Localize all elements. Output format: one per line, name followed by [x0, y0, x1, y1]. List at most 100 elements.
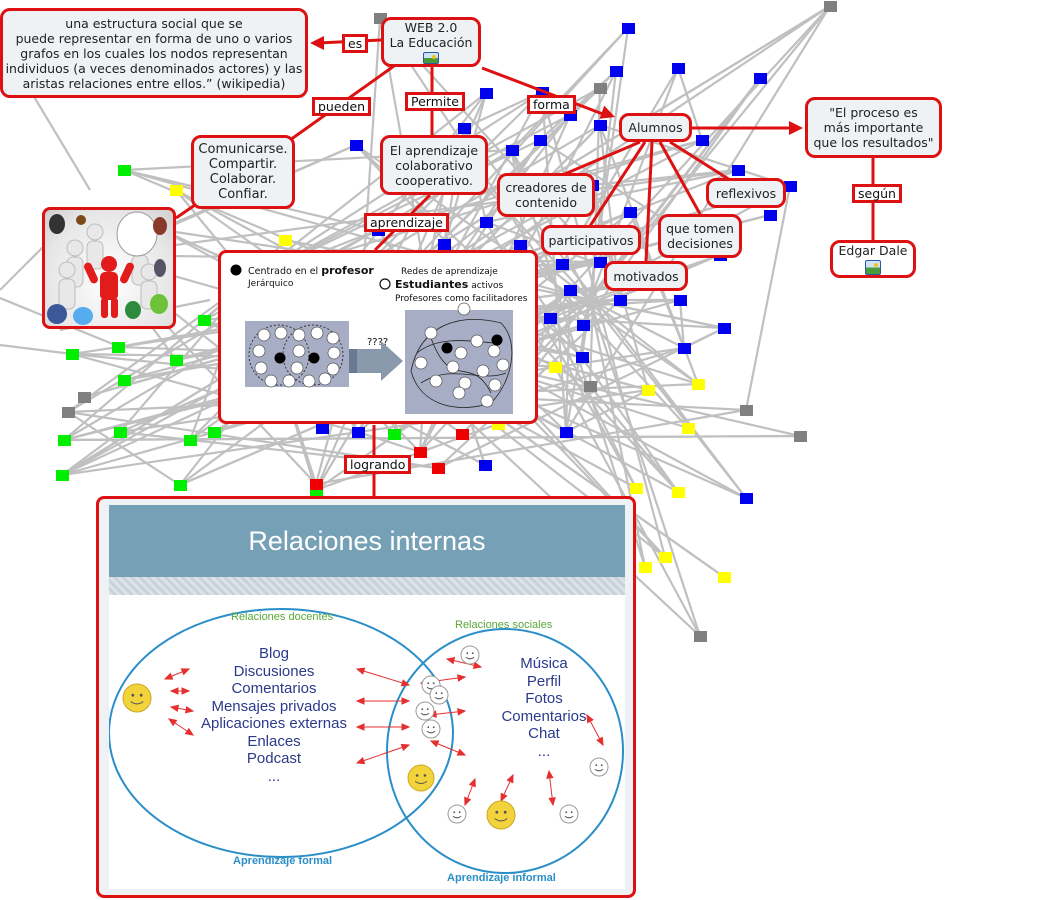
network-node-yellow	[718, 572, 731, 583]
node-reflexivos[interactable]: reflexivos	[706, 178, 786, 208]
concept-link	[658, 141, 702, 215]
svg-text:Centrado en el profesor: Centrado en el profesor	[248, 264, 374, 277]
hollow-dot-icon	[379, 278, 391, 290]
network-node-green	[66, 349, 79, 360]
docentes-item: Comentarios	[231, 680, 317, 697]
smiley-icon	[122, 683, 152, 713]
network-node-green	[114, 427, 127, 438]
network-node-blue	[784, 181, 797, 192]
teacher-to-network-diagram: Centrado en el profesor Jerárquico Redes…	[230, 264, 528, 414]
link-label-es[interactable]: es	[342, 34, 369, 53]
network-node-blue	[506, 145, 519, 156]
node-proceso[interactable]: "El proceso es más importante que los re…	[805, 97, 942, 158]
node-communicate[interactable]: Comunicarse. Compartir. Colaborar. Confi…	[191, 135, 295, 209]
slide-relaciones-internas[interactable]: Relaciones internas Relaciones docentes …	[96, 496, 636, 898]
network-edge	[29, 89, 91, 191]
network-node-blue	[350, 140, 363, 151]
network-node-blue	[577, 320, 590, 331]
docentes-item: Enlaces	[247, 732, 301, 750]
node-web20[interactable]: WEB 2.0 La Educación	[381, 17, 481, 67]
network-node-yellow	[659, 552, 672, 563]
network-node-blue	[614, 295, 627, 306]
education-model-image[interactable]: Centrado en el profesor Jerárquico Redes…	[218, 250, 538, 424]
smiley-icon	[460, 645, 480, 665]
network-node-blue	[672, 63, 685, 74]
network-node-gray	[374, 13, 387, 24]
network-edge	[678, 299, 686, 349]
image-icon[interactable]	[865, 260, 881, 275]
node-motivados[interactable]: motivados	[604, 261, 688, 291]
smiley-icon	[486, 800, 516, 830]
aprendizaje-informal-label: Aprendizaje informal	[447, 872, 556, 884]
network-node-gray	[694, 631, 707, 642]
image-icon[interactable]	[423, 52, 439, 64]
link-label-aprendizaje[interactable]: aprendizaje	[364, 213, 449, 232]
link-label-forma[interactable]: forma	[527, 95, 576, 114]
svg-text:Jerárquico: Jerárquico	[247, 279, 294, 289]
link-label-pueden[interactable]: pueden	[312, 97, 372, 116]
network-node-blue	[479, 460, 492, 471]
docentes-item: Podcast	[246, 750, 302, 767]
network-node-yellow	[279, 235, 292, 246]
smiley-icon	[415, 701, 435, 721]
svg-text:Redes de aprendizaje: Redes de aprendizaje	[401, 267, 498, 277]
network-edge	[519, 244, 689, 429]
concept-link	[559, 140, 641, 178]
aprendizaje-formal-label: Aprendizaje formal	[233, 855, 333, 867]
node-collaborative-learning[interactable]: El aprendizaje colaborativo cooperativo.	[380, 135, 488, 195]
docentes-item: Mensajes privados	[211, 697, 337, 715]
network-node-blue	[544, 313, 557, 324]
node-decisiones[interactable]: que tomen decisiones	[658, 214, 742, 258]
network-edge	[511, 396, 747, 412]
network-node-blue	[352, 427, 365, 438]
network-node-blue	[534, 135, 547, 146]
arrowhead-icon	[789, 121, 803, 135]
network-node-green	[198, 315, 211, 326]
node-edgar-dale[interactable]: Edgar Dale	[830, 240, 916, 278]
network-node-red	[456, 429, 469, 440]
svg-text:????: ????	[367, 337, 388, 348]
network-node-blue	[514, 240, 527, 251]
network-node-green	[118, 165, 131, 176]
slide-content: Relaciones internas Relaciones docentes …	[109, 505, 625, 889]
docentes-item: Discusiones	[233, 662, 315, 680]
filled-dot-icon	[230, 264, 242, 276]
network-node-yellow	[549, 362, 562, 373]
node-creadores[interactable]: creadores de contenido	[497, 173, 595, 217]
network-node-blue	[718, 323, 731, 334]
link-label-logrando[interactable]: logrando	[344, 455, 412, 474]
network-edge	[357, 430, 421, 454]
network-node-blue	[438, 239, 451, 250]
network-node-green	[388, 429, 401, 440]
network-node-green	[112, 342, 125, 353]
link-label-segun[interactable]: según	[852, 184, 902, 203]
node-participativos[interactable]: participativos	[541, 225, 641, 255]
social-network-photo[interactable]	[42, 207, 176, 329]
node-alumnos[interactable]: Alumnos	[619, 113, 692, 142]
network-edge	[589, 299, 685, 349]
sociales-item: Chat	[528, 725, 560, 742]
concept-link	[669, 140, 731, 182]
network-node-green	[56, 470, 69, 481]
network-node-blue	[740, 493, 753, 504]
network-node-blue	[458, 123, 471, 134]
relation-arrow	[356, 668, 410, 686]
docentes-item: ...	[267, 767, 281, 785]
network-node-blue	[610, 66, 623, 77]
network-node-blue	[678, 343, 691, 354]
network-node-gray	[78, 392, 91, 403]
network-edge	[0, 343, 73, 356]
network-node-yellow	[682, 423, 695, 434]
network-node-blue	[564, 285, 577, 296]
smiley-icon	[559, 804, 579, 824]
link-label-permite[interactable]: Permite	[405, 92, 465, 111]
network-node-blue	[316, 423, 329, 434]
smiley-icon	[589, 757, 609, 777]
node-definition[interactable]: una estructura social que se puede repre…	[0, 8, 308, 98]
arrow-right-icon	[357, 341, 403, 381]
docentes-item: Aplicaciones externas	[201, 715, 347, 732]
network-node-yellow	[170, 185, 183, 196]
svg-text:Estudiantes activos: Estudiantes activos	[395, 278, 504, 291]
network-edge	[589, 299, 699, 385]
network-node-gray	[740, 405, 753, 416]
